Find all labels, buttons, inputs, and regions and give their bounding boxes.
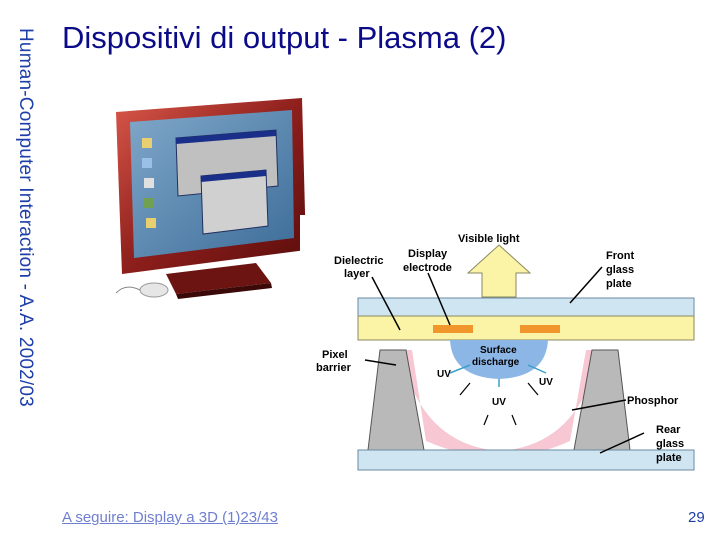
label-visible-light: Visible light [458,233,520,245]
label-surface: Surface [480,345,517,356]
label-uv-left: UV [437,369,451,380]
rear-glass-plate [358,450,694,470]
label-front-glass: glass [606,264,634,276]
label-front: Front [606,250,634,262]
next-slide-link[interactable]: A seguire: Display a 3D (1)23/43 [62,509,278,526]
display-electrode-left [433,325,473,333]
front-glass-plate [358,298,694,316]
label-display: Display [408,248,448,260]
display-electrode-right [520,325,560,333]
label-rear-plate: plate [656,452,682,464]
label-dielectric: Dielectric [334,255,384,267]
label-electrode: electrode [403,262,452,274]
label-uv-right: UV [539,377,553,388]
slide-title: Dispositivi di output - Plasma (2) [62,20,507,56]
label-uv-center: UV [492,397,506,408]
label-rear: Rear [656,424,681,436]
label-barrier: barrier [316,362,352,374]
label-layer: layer [344,268,370,280]
course-title-text: Human-Computer Interaction - A.A. 2002/0… [14,28,36,407]
plasma-cell-diagram: Visible light Dielectric layer Display e… [300,215,700,490]
plasma-monitor-photo [106,98,326,310]
label-front-plate: plate [606,278,632,290]
label-pixel: Pixel [322,349,348,361]
course-title-vertical: Human-Computer Interaction - A.A. 2002/0… [14,28,36,504]
label-discharge: discharge [472,357,520,368]
label-phosphor: Phosphor [627,395,679,407]
label-rear-glass: glass [656,438,684,450]
page-number: 29 [688,509,705,526]
